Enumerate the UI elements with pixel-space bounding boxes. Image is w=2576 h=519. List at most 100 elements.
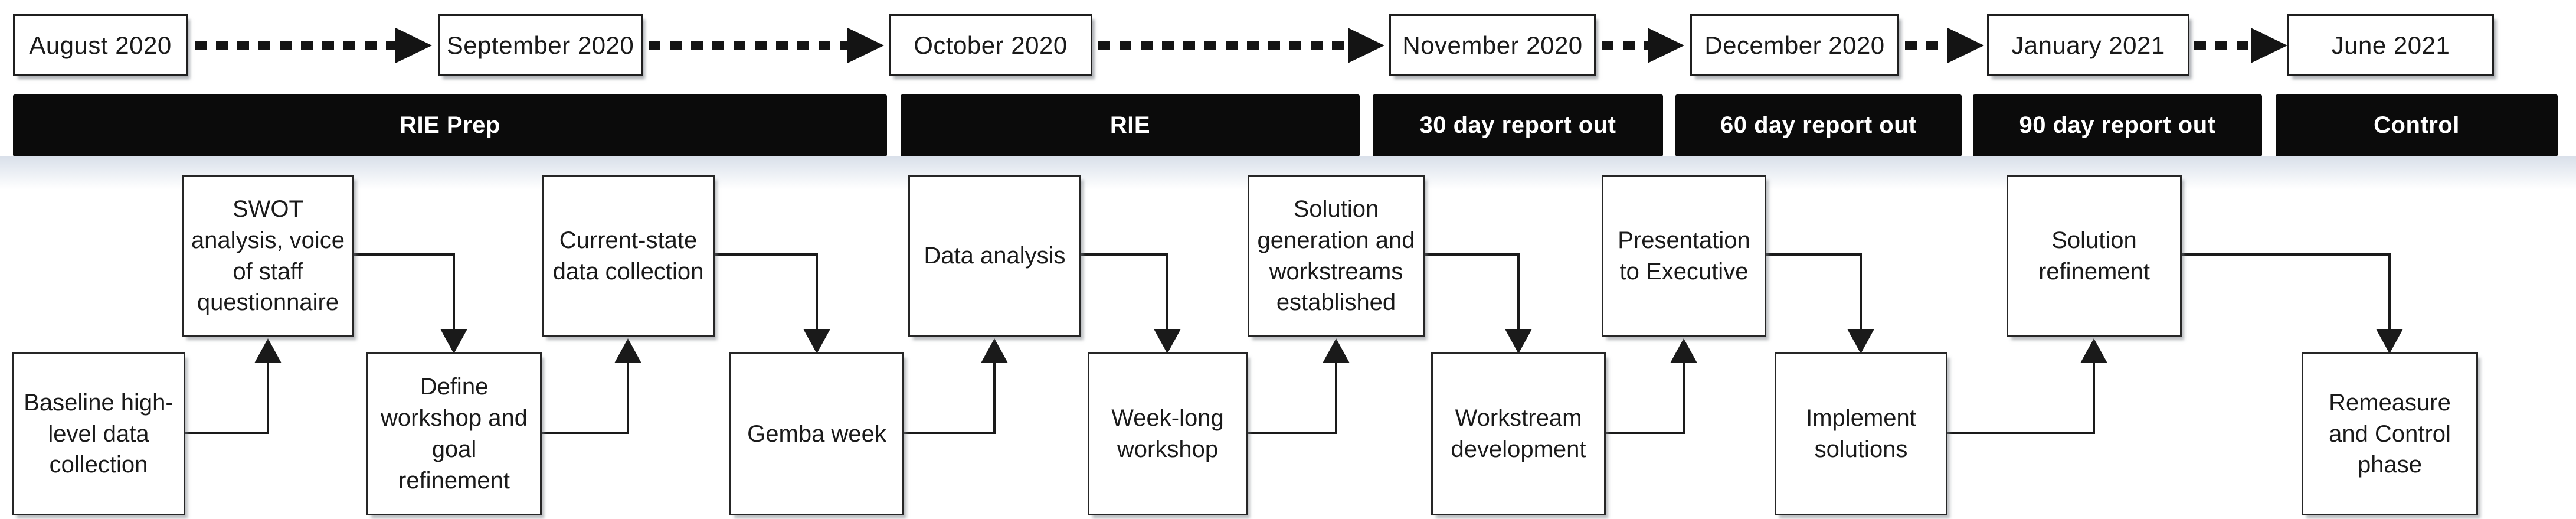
step-solution-generation: Solution generation and workstreams esta… xyxy=(1248,175,1425,337)
month-label: November 2020 xyxy=(1402,31,1583,59)
connector-line xyxy=(2388,253,2391,329)
step-label: Define workshop and goal refinement xyxy=(380,374,528,494)
connector-line xyxy=(1081,253,1168,256)
step-label: Gemba week xyxy=(747,420,886,447)
connector-line xyxy=(1947,432,2095,434)
step-workstream-development: Workstream development xyxy=(1431,352,1606,515)
arrow-up-icon xyxy=(1670,338,1697,363)
timeline-dashed-line xyxy=(195,41,395,50)
phase-bar-90-day-report: 90 day report out xyxy=(1973,94,2262,156)
connector-line xyxy=(1425,253,1520,256)
step-swot-analysis: SWOT analysis, voice of staff questionna… xyxy=(182,175,354,337)
step-baseline-data-collection: Baseline high-level data collection xyxy=(12,352,185,515)
month-box-january-2021: January 2021 xyxy=(1987,14,2189,76)
connector-line xyxy=(1683,360,1685,434)
step-label: Solution generation and workstreams esta… xyxy=(1257,195,1415,316)
arrow-down-icon xyxy=(1154,329,1181,354)
step-label: Baseline high-level data collection xyxy=(24,389,174,478)
arrow-down-icon xyxy=(803,329,830,354)
month-label: August 2020 xyxy=(29,31,172,59)
step-data-analysis: Data analysis xyxy=(908,175,1081,337)
step-label: Remeasure and Control phase xyxy=(2329,389,2451,478)
phase-label: 90 day report out xyxy=(2019,112,2216,138)
step-gemba-week: Gemba week xyxy=(729,352,904,515)
connector-line xyxy=(354,253,455,256)
timeline-dashed-line xyxy=(1905,41,1946,50)
phase-label: 30 day report out xyxy=(1419,112,1616,138)
arrow-up-icon xyxy=(981,338,1008,363)
month-label: January 2021 xyxy=(2011,31,2165,59)
month-label: September 2020 xyxy=(446,31,634,59)
month-label: June 2021 xyxy=(2331,31,2450,59)
step-current-state-data: Current-state data collection xyxy=(542,175,715,337)
arrow-right-icon xyxy=(1348,28,1384,63)
step-presentation-executive: Presentation to Executive xyxy=(1602,175,1766,337)
phase-bar-30-day-report: 30 day report out xyxy=(1373,94,1663,156)
connector-line xyxy=(2093,360,2095,434)
step-label: Solution refinement xyxy=(2038,227,2150,285)
step-remeasure-control-phase: Remeasure and Control phase xyxy=(2302,352,2478,515)
connector-line xyxy=(627,360,629,434)
arrow-down-icon xyxy=(2376,329,2403,354)
month-box-october-2020: October 2020 xyxy=(889,14,1092,76)
arrow-right-icon xyxy=(1648,28,1684,63)
connector-line xyxy=(542,432,629,434)
phase-bar-60-day-report: 60 day report out xyxy=(1675,94,1962,156)
month-label: October 2020 xyxy=(914,31,1068,59)
step-solution-refinement: Solution refinement xyxy=(2007,175,2182,337)
phase-label: RIE Prep xyxy=(400,112,500,138)
month-label: December 2020 xyxy=(1704,31,1885,59)
arrow-up-icon xyxy=(614,338,641,363)
arrow-down-icon xyxy=(440,329,467,354)
arrow-right-icon xyxy=(847,28,884,63)
step-label: Week-long workshop xyxy=(1111,405,1224,462)
connector-line xyxy=(1166,253,1168,329)
connector-line xyxy=(185,432,269,434)
arrow-up-icon xyxy=(1323,338,1350,363)
connector-line xyxy=(2182,253,2391,256)
phase-label: 60 day report out xyxy=(1720,112,1917,138)
timeline-dashed-line xyxy=(1098,41,1347,50)
step-week-long-workshop: Week-long workshop xyxy=(1088,352,1248,515)
connector-line xyxy=(904,432,996,434)
connector-line xyxy=(1606,432,1685,434)
step-label: SWOT analysis, voice of staff questionna… xyxy=(191,195,345,316)
step-label: Implement solutions xyxy=(1806,405,1916,462)
arrow-up-icon xyxy=(2080,338,2107,363)
connector-line xyxy=(816,253,818,329)
phase-label: RIE xyxy=(1109,112,1151,138)
month-box-november-2020: November 2020 xyxy=(1389,14,1596,76)
step-label: Current-state data collection xyxy=(552,227,704,285)
arrow-up-icon xyxy=(254,338,282,363)
month-box-december-2020: December 2020 xyxy=(1690,14,1899,76)
phase-bar-rie: RIE xyxy=(901,94,1360,156)
timeline-dashed-line xyxy=(2194,41,2251,50)
connector-line xyxy=(453,253,455,329)
month-box-august-2020: August 2020 xyxy=(13,14,188,76)
step-implement-solutions: Implement solutions xyxy=(1775,352,1947,515)
arrow-right-icon xyxy=(1947,28,1984,63)
connector-line xyxy=(715,253,818,256)
month-box-september-2020: September 2020 xyxy=(438,14,643,76)
connector-line xyxy=(1248,432,1337,434)
connector-line xyxy=(1335,360,1337,434)
phase-bar-control: Control xyxy=(2276,94,2558,156)
arrow-right-icon xyxy=(395,28,432,63)
connector-line xyxy=(993,360,996,434)
connector-line xyxy=(267,360,269,434)
timeline-dashed-line xyxy=(1602,41,1648,50)
connector-line xyxy=(1766,253,1862,256)
connector-line xyxy=(1860,253,1862,329)
step-define-workshop: Define workshop and goal refinement xyxy=(366,352,542,515)
arrow-right-icon xyxy=(2251,28,2287,63)
connector-line xyxy=(1517,253,1520,329)
step-label: Data analysis xyxy=(924,243,1066,269)
arrow-down-icon xyxy=(1505,329,1532,354)
phase-bar-rie-prep: RIE Prep xyxy=(13,94,887,156)
phase-label: Control xyxy=(2374,112,2460,138)
arrow-down-icon xyxy=(1847,329,1874,354)
month-box-june-2021: June 2021 xyxy=(2287,14,2494,76)
step-label: Presentation to Executive xyxy=(1618,227,1750,285)
step-label: Workstream development xyxy=(1451,405,1586,462)
